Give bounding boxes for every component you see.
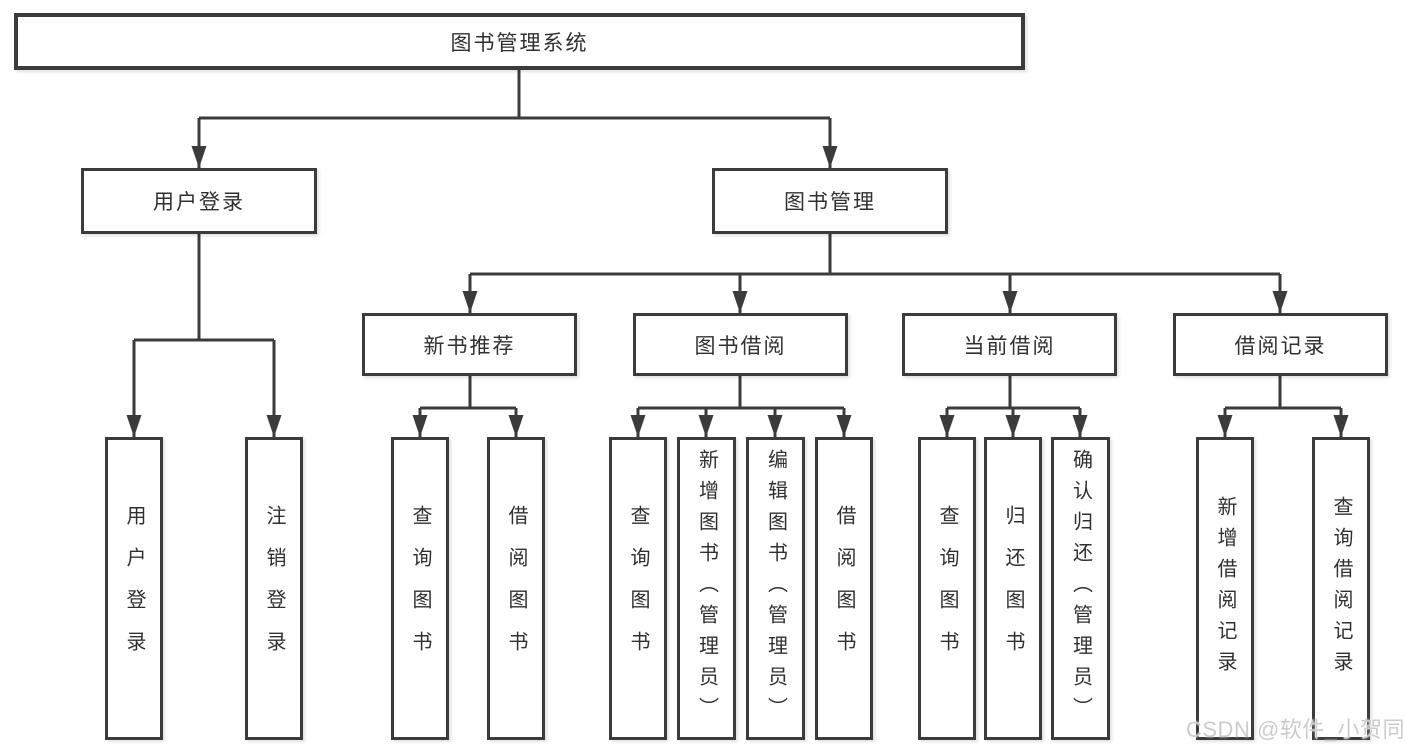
leaf-add-book-admin-label: 新增图书（管理员）: [695, 449, 718, 728]
node-root: 图书管理系统: [14, 13, 1025, 70]
node-user-login: 用户登录: [81, 168, 317, 234]
node-current-borrow-label: 当前借阅: [963, 334, 1056, 358]
leaf-query-book-current: 查询图书: [918, 437, 976, 740]
node-borrow-records-label: 借阅记录: [1234, 334, 1327, 358]
leaf-query-book-borrow: 查询图书: [609, 437, 667, 740]
leaf-add-borrow-record: 新增借阅记录: [1196, 437, 1254, 740]
connector-login-branch: [126, 234, 282, 437]
connector-recommend-branch: [412, 376, 524, 437]
leaf-borrow-book-borrow-label: 借阅图书: [833, 504, 855, 673]
node-new-book-recommend-label: 新书推荐: [423, 334, 516, 358]
leaf-borrow-book-recommend-label: 借阅图书: [505, 504, 527, 673]
leaf-confirm-return-admin: 确认归还（管理员）: [1051, 437, 1110, 740]
node-book-borrow: 图书借阅: [633, 313, 848, 376]
leaf-user-login: 用户登录: [105, 437, 163, 740]
connector-records-branch: [1217, 376, 1349, 437]
node-new-book-recommend: 新书推荐: [362, 313, 577, 376]
leaf-edit-book-admin: 编辑图书（管理员）: [746, 437, 805, 740]
leaf-return-book-label: 归还图书: [1002, 504, 1024, 673]
leaf-query-book-recommend: 查询图书: [391, 437, 449, 740]
leaf-return-book: 归还图书: [984, 437, 1042, 740]
leaf-borrow-book-borrow: 借阅图书: [815, 437, 873, 740]
leaf-query-book-current-label: 查询图书: [936, 504, 958, 673]
node-user-login-label: 用户登录: [153, 191, 245, 214]
leaf-query-borrow-record-label: 查询借阅记录: [1330, 495, 1352, 682]
leaf-edit-book-admin-label: 编辑图书（管理员）: [764, 449, 787, 728]
connector-current-branch: [939, 376, 1088, 437]
leaf-logout-label: 注销登录: [263, 504, 285, 673]
watermark: CSDN @软件_小贺同学: [1186, 717, 1405, 742]
leaf-query-book-recommend-label: 查询图书: [409, 504, 431, 673]
connector-borrow-branch: [630, 376, 852, 437]
node-root-label: 图书管理系统: [450, 31, 589, 55]
connector-root-to-level2: [191, 70, 838, 168]
leaf-user-login-label: 用户登录: [123, 504, 145, 673]
leaf-query-book-borrow-label: 查询图书: [627, 504, 649, 673]
node-current-borrow: 当前借阅: [902, 313, 1117, 376]
leaf-query-borrow-record: 查询借阅记录: [1312, 437, 1370, 740]
leaf-add-book-admin: 新增图书（管理员）: [677, 437, 736, 740]
connector-management-trunk: [462, 234, 1288, 313]
leaf-logout: 注销登录: [245, 437, 303, 740]
leaf-add-borrow-record-label: 新增借阅记录: [1214, 495, 1236, 682]
leaf-confirm-return-admin-label: 确认归还（管理员）: [1069, 449, 1092, 728]
node-book-management: 图书管理: [712, 168, 948, 234]
node-borrow-records: 借阅记录: [1173, 313, 1388, 376]
leaf-borrow-book-recommend: 借阅图书: [487, 437, 545, 740]
node-book-management-label: 图书管理: [784, 191, 876, 214]
node-book-borrow-label: 图书借阅: [694, 334, 787, 358]
